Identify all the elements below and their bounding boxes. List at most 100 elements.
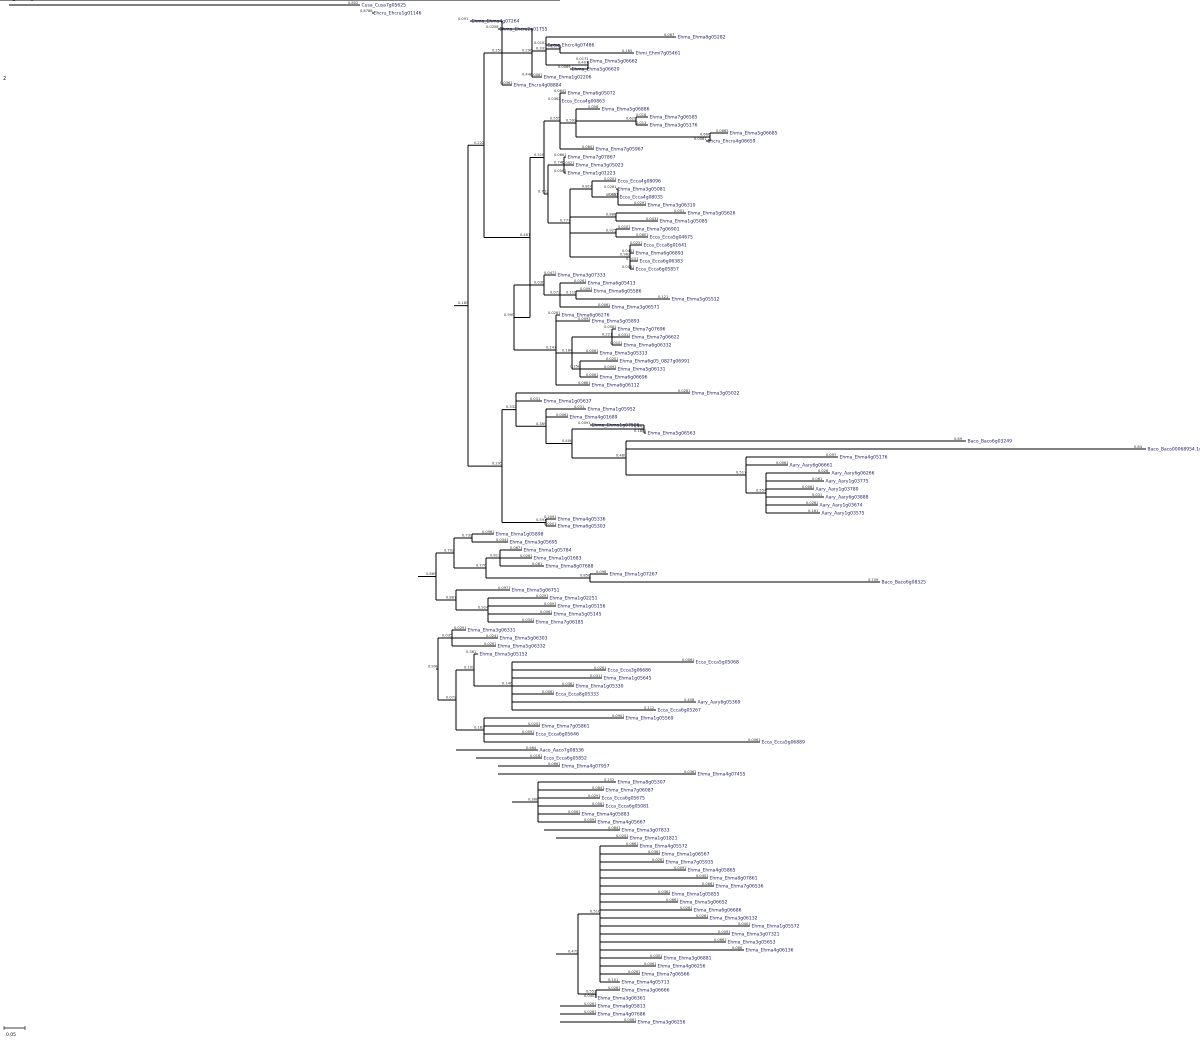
branch-length: 0.592 [566,119,576,123]
leaf-label: Ehma_Ehma3g06881 [664,955,712,961]
branch-length: 0.333 [536,47,546,51]
leaf-label: Ehma_Ehma3g05695 [510,539,558,545]
leaf-label: Ecca_Ecca4g08035 [620,194,664,200]
leaf-branch-length: 0.0261 [594,666,607,670]
leaf-label: Ecca_Ecca6g05852 [544,755,588,761]
leaf-branch-length: 0.0061 [586,349,599,353]
branch-length: 0.776 [476,564,487,568]
leaf-branch-length: 0.0261 [584,1002,597,1006]
branch-length: 0.702 [444,549,454,553]
leaf-label: Ehma_Ehma7g05861 [542,723,590,729]
leaf-label: Baco_Baco00068954.1g00663 [1148,446,1200,452]
leaf-label: Ehma_Ehma4g01689 [570,414,618,420]
leaf-label: Ehma_Ehma4g05336 [558,516,606,522]
leaf-branch-length: 0.0201 [616,834,629,838]
leaf-label: Ecca_Ecca6g05267 [658,707,702,713]
leaf-branch-length: 0.165 [622,49,632,53]
leaf-label: Ecca_Ecca6g05646 [536,731,580,737]
leaf-label: Ehma_Ehma5g06751 [512,587,560,593]
leaf-branch-length: 0.0471 [544,271,557,275]
leaf-branch-length: 0.0361 [684,770,697,774]
branch-length: 0.553 [586,990,596,994]
leaf-branch-length: 0.0061 [598,303,611,307]
leaf-branch-length: 0.408 [684,698,695,702]
leaf-branch-length: 0.0091 [718,930,731,934]
branch-length: 0.739 [462,534,473,538]
leaf-branch-length: 0.0061 [748,738,761,742]
branch-length: 0.777 [560,219,570,223]
leaf-label: Ehma_Ehma3g05653 [728,939,776,945]
leaf-label: Ehma_Ehma1g05784 [524,547,572,553]
leaf-branch-length: 0.0661 [554,153,567,157]
leaf-branch-length: 0.0201 [606,357,619,361]
leaf-label: Ehma_Ehma4g05176 [840,454,888,460]
branch-length: 0.405 [534,0,544,1]
branch-length: 0.147 [546,346,556,350]
branch-length: 0.517 [736,471,746,475]
branch-length: 0.851 [608,193,618,197]
leaf-label: Ehma_Ehma1g05952 [588,406,636,412]
leaf-label: Ehma_Ehma5g05152 [480,651,528,657]
leaf-branch-length: 0.0261 [628,970,641,974]
branch-length: 0.035 [442,634,452,638]
leaf-label: Ehma_Ehma5g05893 [592,318,640,324]
leaf-branch-length: 0.0061 [624,1018,637,1022]
leaf-label: Aary_Aary6g05369 [698,699,741,705]
leaf-branch-length: 0.0665 [716,129,729,133]
leaf-label: Ehma_Ehma1g01683 [534,555,582,561]
leaf-label: Ecca_Ecca4g00863 [562,98,606,104]
leaf-branch-length: 0.0201 [528,722,541,726]
branch-length: 0.110 [566,291,577,295]
leaf-branch-length: 0.0261 [652,858,665,862]
leaf-label: Ehcru_Ehcru1g01146 [374,10,422,16]
leaf-branch-length: 0.0061 [776,461,789,465]
leaf-branch-length: 0.0061 [542,690,555,694]
leaf-label: Ecca_Ecca6g05081 [606,803,650,809]
leaf-branch-length: 0.0291 [634,201,647,205]
branch-length: 0.331 [502,0,512,1]
leaf-branch-length: 0.0561 [592,802,605,806]
leaf-label: Ehma_Ehma4g05865 [688,867,736,873]
leaf-branch-length: 0.0091 [580,287,593,291]
leaf-branch-length: 0.0241 [486,634,499,638]
leaf-label: Ehma_Ehma3g06361 [598,995,646,1001]
leaf-branch-length: 0.0281 [678,389,691,393]
leaf-label: Ehma_Ehma4g07455 [698,771,746,777]
branch-length: 0.442 [546,0,556,1]
leaf-branch-length: 0.0061 [802,485,815,489]
branch-length: 0.479 [568,950,579,954]
leaf-label: Ehma_Ehma1g07267 [610,571,658,577]
leaf-branch-length: 0.2091 [544,515,557,519]
branch-length: 0.962 [620,253,630,257]
branch-length: 0.740 [554,161,565,165]
leaf-label: Aary_Aary1g03674 [820,502,863,508]
leaf-branch-length: 0.0301 [650,954,663,958]
leaf-branch-length: 0.0261 [604,185,617,189]
leaf-branch-length: 0.001 [674,209,684,213]
branch-length: 0.813 [490,554,500,558]
leaf-label: Ecca_Ecca5g06889 [762,739,806,745]
leaf-label: Ehma_Ehma5g06620 [572,66,620,72]
leaf-branch-length: 0.0091 [604,365,617,369]
leaf-label: Ehma_Ehma4g05713 [622,979,670,985]
leaf-branch-length: 0.0091 [544,602,557,606]
leaf-label: Aary_Aary1g03775 [826,478,869,484]
branch-length: 0.184 [562,349,573,353]
branch-length: 0.294 [488,0,499,1]
leaf-branch-length: 0.0581 [604,325,617,329]
leaf-branch-length: 0.0401 [622,249,635,253]
leaf-label: Ehma_Ehma6g05586 [594,288,642,294]
leaf-label: Ehcru_Ehcru4g06659 [708,138,756,144]
leaf-branch-length: 0.081 [532,562,542,566]
leaf-label: Ecca_Ecca8g01641 [644,242,688,248]
branch-length: 0.925 [606,229,616,233]
branch-length: 0.443 [634,425,644,429]
leaf-branch-length: 0.0841 [608,826,621,830]
leaf-label: Ehma_Ehma6g06893 [636,250,684,256]
leaf-label: Ehma_Ehma5g06652 [680,899,728,905]
leaf-branch-length: 0.0961 [482,530,495,534]
leaf-label: Ehma_Ehma8g07861 [710,875,758,881]
leaf-label: Ehma_Ehma5g06685 [730,130,778,136]
leaf-label: Cusa_Cusa7g05625 [362,2,407,8]
branch-length: 0.259 [492,49,503,53]
